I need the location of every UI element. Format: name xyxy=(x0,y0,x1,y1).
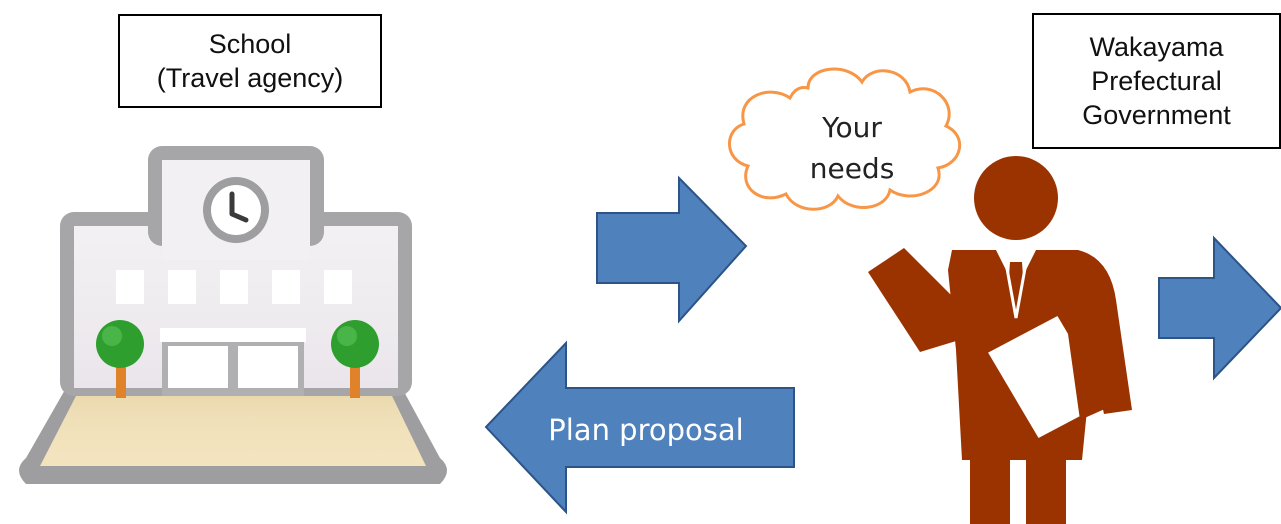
school-label-box: School (Travel agency) xyxy=(118,14,382,108)
thought-cloud: Your needs xyxy=(728,67,962,211)
arrow-right-needs xyxy=(596,175,748,324)
clock-icon xyxy=(203,177,269,243)
arrow-right-outgoing xyxy=(1158,235,1281,381)
government-label: Wakayama Prefectural Government xyxy=(1082,32,1231,130)
government-label-box: Wakayama Prefectural Government xyxy=(1032,13,1281,149)
school-label: School (Travel agency) xyxy=(156,29,344,93)
needs-label-line2: needs xyxy=(810,152,895,185)
clipboard-icon xyxy=(983,312,1116,442)
arrow-left-plan-proposal xyxy=(484,340,795,515)
needs-label-line1: Your xyxy=(821,111,882,144)
plan-proposal-label: Plan proposal xyxy=(548,413,743,447)
school-building-icon xyxy=(19,146,447,484)
